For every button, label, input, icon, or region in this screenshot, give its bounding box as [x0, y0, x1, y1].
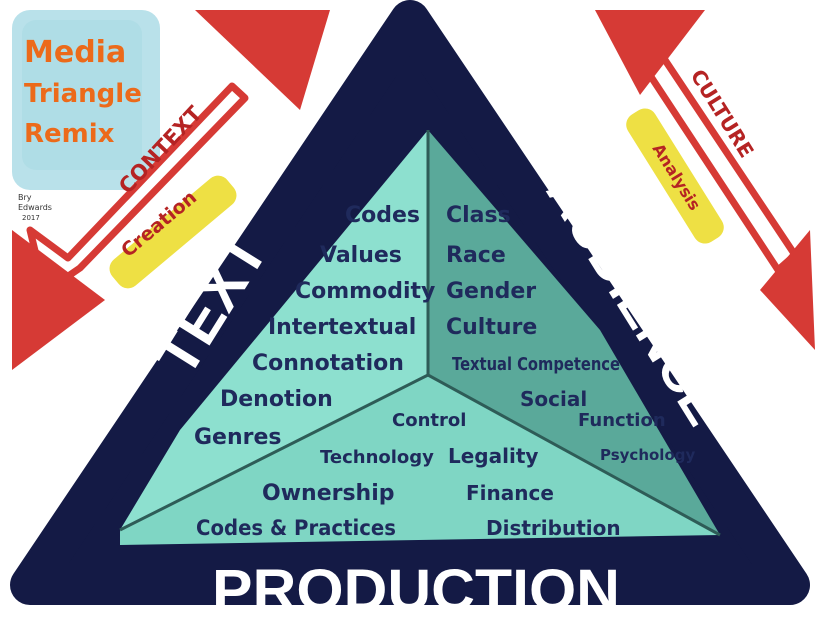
text-items: Codes Values Commodity Intertextual Conn…: [194, 203, 435, 450]
text-item-genres: Genres: [194, 425, 282, 450]
text-item-values: Values: [320, 243, 402, 268]
title-line-1: Media: [24, 35, 126, 70]
text-item-connotation: Connotation: [252, 351, 404, 376]
audience-item-gender: Gender: [446, 279, 536, 304]
text-item-intertextual: Intertextual: [268, 315, 416, 340]
audience-item-race: Race: [446, 243, 506, 268]
culture-arrowhead-top: [595, 10, 705, 95]
audience-item-social: Social: [520, 387, 587, 411]
title-line-2: Triangle: [24, 79, 142, 109]
context-arrowhead-top: [195, 10, 330, 110]
production-item-ownership: Ownership: [262, 481, 395, 506]
text-panel: [120, 130, 428, 530]
production-item-legality: Legality: [448, 444, 538, 468]
production-item-distribution: Distribution: [486, 516, 621, 540]
production-item-technology: Technology: [320, 447, 434, 468]
audience-item-class: Class: [446, 203, 511, 228]
production-panel: [120, 375, 720, 545]
text-item-commodity: Commodity: [295, 279, 435, 304]
production-item-control: Control: [392, 410, 466, 431]
audience-items: Class Race Gender Culture Textual Compet…: [446, 203, 695, 464]
audience-panel: [428, 130, 720, 535]
audience-item-psychology: Psychology: [600, 446, 695, 464]
signature-line-2: Edwards: [18, 203, 52, 212]
text-item-codes: Codes: [345, 203, 420, 228]
production-item-finance: Finance: [466, 481, 554, 505]
title-line-3: Remix: [24, 119, 115, 149]
production-item-codes-practices: Codes & Practices: [196, 516, 396, 540]
signature-line-1: Bry: [18, 193, 32, 202]
text-item-denotion: Denotion: [220, 387, 333, 412]
production-corner-label: PRODUCTION: [212, 558, 620, 623]
culture-arrowhead-bottom: [760, 230, 815, 350]
context-arrowhead-bottom: [12, 230, 105, 370]
production-items: Control Technology Legality Ownership Fi…: [196, 410, 621, 540]
audience-item-culture: Culture: [446, 315, 537, 340]
audience-item-function: Function: [578, 410, 666, 431]
analysis-tag: [626, 108, 724, 244]
title-block: Media Triangle Remix Bry Edwards 2017: [12, 10, 160, 222]
signature-line-3: 2017: [22, 214, 40, 222]
audience-item-textual-competence: Textual Competence: [452, 354, 620, 375]
creation-tag: [109, 175, 237, 289]
